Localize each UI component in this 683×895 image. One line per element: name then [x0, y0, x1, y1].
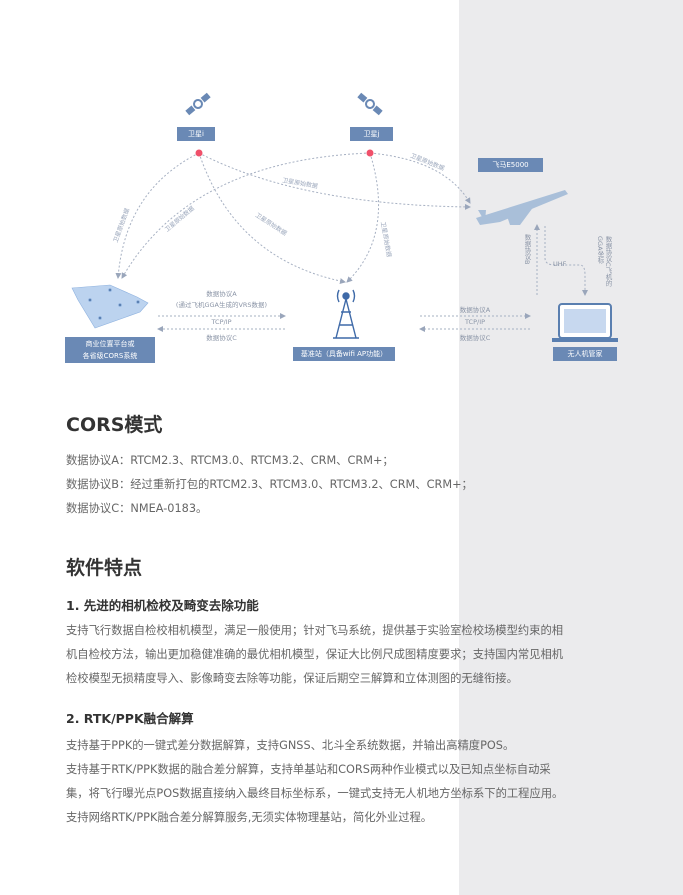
- feature-2-line: 支持基于PPK的一键式差分数据解算，支持GNSS、北斗全系统数据，并输出高精度P…: [66, 739, 515, 752]
- proto-a-left: 数据协议A: [206, 290, 237, 298]
- network-diagram: 卫星原始数据 卫星原始数据 卫星原始数据 卫星原始数据 卫星原始数据 卫星原始数…: [71, 92, 618, 342]
- link-sat-i-cors: [115, 152, 200, 279]
- tcp-left: TCP/IP: [211, 318, 232, 326]
- plane-label: 飞马E5000: [478, 158, 543, 172]
- feature-1-line: 支持飞行数据自检校相机模型，满足一般使用；针对飞马系统，提供基于实验室检校场模型…: [66, 624, 564, 637]
- raw-data-label: 卫星原始数据: [282, 176, 319, 190]
- feature-2-title: 2. RTK/PPK融合解算: [66, 711, 194, 726]
- protocol-a-text: 数据协议A：RTCM2.3、RTCM3.0、RTCM3.2、CRM、CRM+；: [66, 454, 394, 467]
- gray-side-panel: [459, 0, 683, 895]
- protocol-b-text: 数据协议B：经过重新打包的RTCM2.3、RTCM3.0、RTCM3.2、CRM…: [66, 478, 473, 491]
- vrs-note: (通过飞机GGA生成的VRS数据): [175, 301, 268, 309]
- proto-b-label: 数据协议B: [523, 234, 531, 265]
- sat-j-label: 卫星j: [350, 127, 393, 141]
- tcp-right: TCP/IP: [464, 318, 486, 326]
- protocol-c-text: 数据协议C：NMEA-0183。: [66, 502, 208, 515]
- raw-data-label: 卫星原始数据: [163, 204, 196, 233]
- laptop-icon: [552, 303, 618, 342]
- feature-2-line: 支持网络RTK/PPK融合差分解算服务,无须实体物理基站，简化外业过程。: [66, 811, 433, 824]
- sat-j-dot: [366, 149, 374, 157]
- satellite-i-icon: [185, 92, 211, 116]
- sat-i-dot: [195, 149, 203, 157]
- proto-a-right: 数据协议A: [459, 306, 491, 314]
- cors-title: CORS模式: [66, 414, 163, 436]
- raw-data-label: 卫星原始数据: [254, 211, 289, 237]
- uhf-label: UHF: [553, 260, 567, 268]
- manager-label: 无人机管家: [553, 347, 617, 361]
- link-sat-j-base: [346, 152, 379, 283]
- proto-c-gga-label: 数据协议C飞机的GGA坐标: [596, 236, 612, 287]
- link-sat-j-plane: [369, 152, 471, 204]
- proto-c-left: 数据协议C: [206, 334, 237, 342]
- base-tower-icon: [333, 289, 359, 339]
- sat-i-label: 卫星i: [177, 127, 215, 141]
- proto-c-right: 数据协议C: [459, 334, 491, 342]
- feature-1-line: 机自检校方法，输出更加稳健准确的最优相机模型，保证大比例尺成图精度要求；支持国内…: [66, 648, 564, 661]
- features-title: 软件特点: [66, 557, 143, 579]
- link-sat-i-base: [198, 152, 346, 284]
- base-station-label: 基准站（具备wifi AP功能）: [293, 347, 395, 361]
- cors-network-icon: [71, 284, 149, 329]
- raw-data-label: 卫星原始数据: [111, 207, 131, 244]
- feature-1-title: 1. 先进的相机检校及畸变去除功能: [66, 598, 259, 613]
- cors-label: 商业位置平台或各省级CORS系统: [65, 337, 155, 363]
- link-sat-i-plane: [198, 152, 471, 210]
- feature-2-line: 支持基于RTK/PPK数据的融合差分解算，支持单基站和CORS两种作业模式以及已…: [66, 763, 551, 776]
- feature-1-line: 检校模型无损精度导入、影像畸变去除等功能，保证后期空三解算和立体测图的无缝衔接。: [66, 672, 518, 685]
- airplane-icon: [476, 190, 568, 225]
- raw-data-label: 卫星原始数据: [379, 221, 393, 258]
- feature-2-line: 集，将飞行曝光点POS数据直接纳入最终目标坐标系，一键式支持无人机地方坐标系下的…: [66, 787, 564, 800]
- satellite-j-icon: [357, 92, 383, 116]
- link-sat-j-cors: [121, 152, 371, 279]
